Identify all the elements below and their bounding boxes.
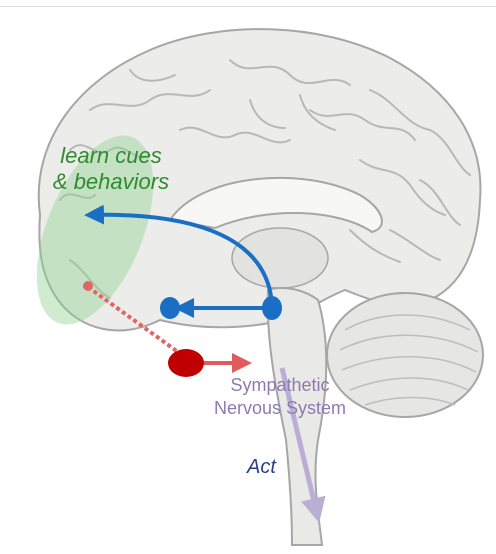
sympathetic-label: Sympathetic Nervous System [200,374,360,420]
learn-cues-line2: & behaviors [36,169,186,195]
act-label: Act [247,455,276,479]
learn-cues-line1: learn cues [36,143,186,169]
blue-node-left [160,297,180,319]
blue-node-right [262,296,282,320]
learn-cues-label: learn cues & behaviors [36,143,186,195]
sympathetic-line1: Sympathetic [200,374,360,397]
thalamus [232,228,328,288]
sympathetic-line2: Nervous System [200,397,360,420]
red-node [168,349,204,377]
small-red-node [83,281,93,291]
